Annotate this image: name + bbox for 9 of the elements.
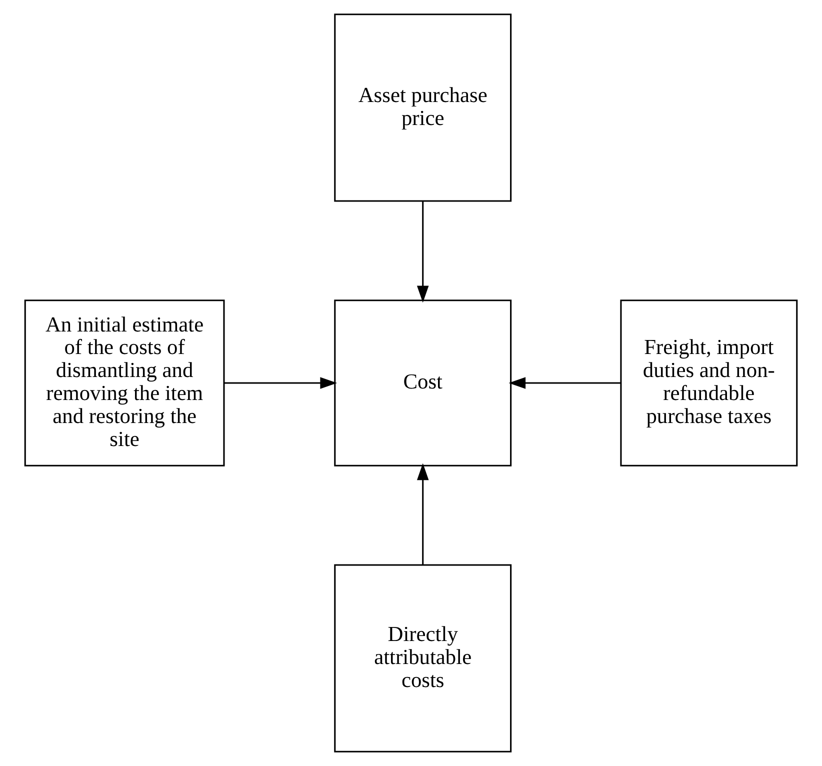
arrow xyxy=(224,377,338,389)
node-box: An initial estimate of the costs of dismantling and removing the item and restoring the site xyxy=(24,300,225,466)
arrow xyxy=(416,201,429,303)
arrow xyxy=(508,377,621,389)
node-box: Freight, import duties and non-refundable purchase taxes xyxy=(620,300,798,466)
node-box: Cost xyxy=(334,300,512,466)
node-box: Directly attributable costs xyxy=(334,564,512,752)
arrow xyxy=(416,463,429,565)
node-box: Asset purchase price xyxy=(334,14,512,202)
